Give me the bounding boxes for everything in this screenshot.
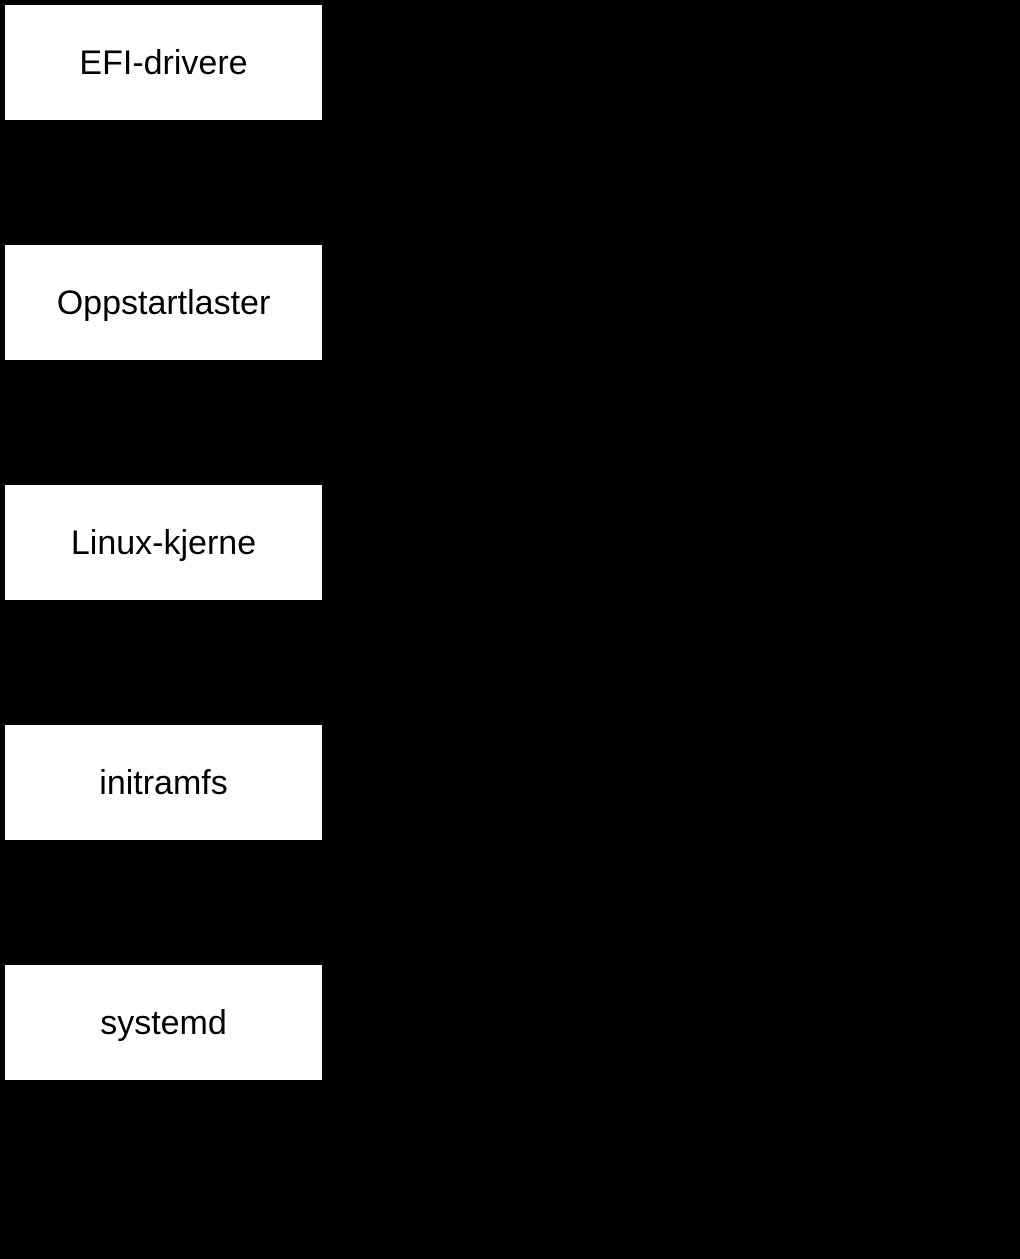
node-label-linux-kjerne: Linux-kjerne [70,523,257,562]
diagram-node-initramfs: initramfs [5,725,322,840]
node-label-oppstartlaster: Oppstartlaster [56,283,271,322]
diagram-node-systemd: systemd [5,965,322,1080]
diagram-node-oppstartlaster: Oppstartlaster [5,245,322,360]
node-label-systemd: systemd [100,1003,227,1042]
diagram-node-efi-drivere: EFI-drivere [5,5,322,120]
node-label-efi-drivere: EFI-drivere [79,43,248,82]
diagram-node-linux-kjerne: Linux-kjerne [5,485,322,600]
node-label-initramfs: initramfs [99,763,228,802]
